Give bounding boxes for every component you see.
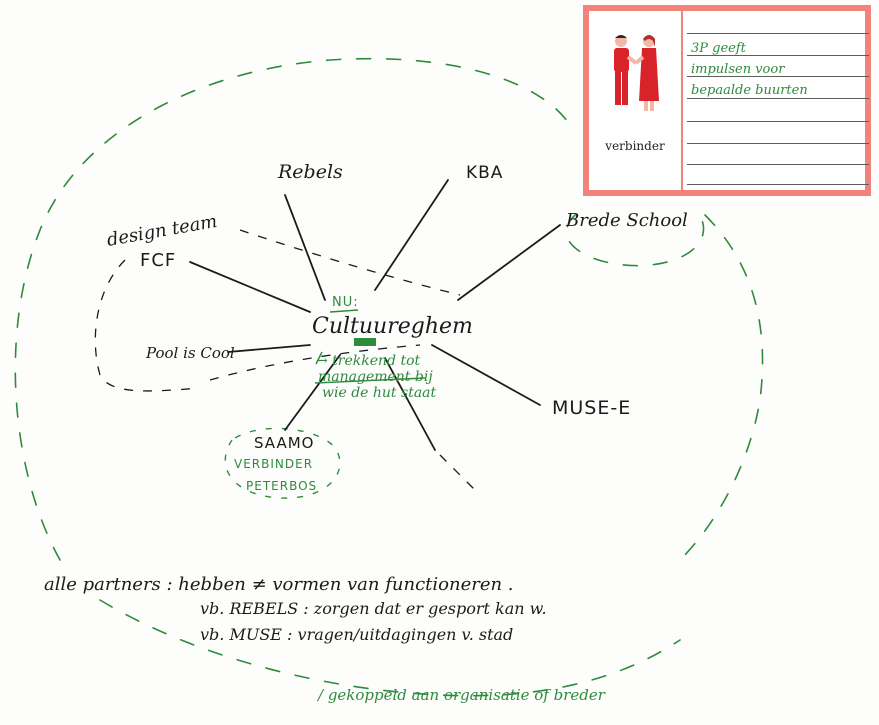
role-card-lined-notes: 3P geeft impulsen voor bepaalde buurten bbox=[687, 11, 869, 190]
node-saamo-sub-1: VERBINDER bbox=[234, 457, 313, 471]
dotted-branch bbox=[439, 454, 476, 491]
role-card-note-3: bepaalde buurten bbox=[691, 83, 808, 98]
spoke-kba bbox=[374, 179, 449, 291]
node-saamo-sub-2: PETERBOS bbox=[246, 479, 317, 493]
node-pool-is-cool: Pool is Cool bbox=[145, 344, 235, 362]
role-card-illustration-panel: verbinder bbox=[589, 11, 683, 190]
spoke-brede-school bbox=[457, 224, 561, 301]
center-scribble bbox=[354, 338, 376, 346]
node-brede-school: Brede School bbox=[565, 210, 688, 231]
center-prefix: NU: bbox=[332, 295, 359, 310]
center-node-label: Cultuureghem bbox=[312, 314, 473, 339]
note-partners: alle partners : hebben ≠ vormen van func… bbox=[44, 574, 514, 595]
role-card-note-1: 3P geeft bbox=[691, 41, 746, 56]
node-fcf: FCF bbox=[140, 250, 176, 271]
two-people-shaking-hands-icon bbox=[614, 35, 659, 111]
node-kba: KBA bbox=[466, 163, 503, 183]
role-card: verbinder 3P geeft impulsen voor bepaald… bbox=[583, 5, 871, 196]
center-note-1: → trekkend tot bbox=[316, 353, 421, 369]
center-arrow bbox=[315, 351, 323, 365]
note-footer: / gekoppeld aan organisatie of breder bbox=[316, 686, 606, 704]
role-card-role: verbinder bbox=[605, 139, 665, 153]
node-saamo: SAAMO bbox=[254, 434, 315, 452]
spoke-pool bbox=[227, 344, 311, 353]
spoke-dots bbox=[384, 357, 436, 451]
node-rebels: Rebels bbox=[277, 161, 343, 183]
role-card-note-2: impulsen voor bbox=[691, 62, 785, 77]
center-underline bbox=[314, 377, 426, 384]
spoke-saamo bbox=[284, 354, 341, 431]
design-team-bracket bbox=[94, 259, 201, 392]
dashed-arc-bottom bbox=[209, 344, 421, 381]
spoke-rebels bbox=[284, 194, 326, 301]
node-muse: MUSE-E bbox=[552, 397, 631, 419]
node-design-team: design team bbox=[105, 211, 219, 251]
spoke-muse bbox=[431, 344, 541, 406]
spoke-fcf bbox=[189, 261, 311, 313]
note-muse: vb. MUSE : vragen/uitdagingen v. stad bbox=[200, 625, 513, 644]
dashed-arc-top bbox=[239, 229, 461, 296]
nu-underline bbox=[329, 309, 359, 313]
outer-boundary bbox=[14, 57, 764, 697]
brede-school-ring bbox=[565, 209, 705, 267]
center-note-2: management bij bbox=[318, 369, 433, 385]
center-note-3: wie de hut staat bbox=[322, 385, 437, 401]
note-rebels: vb. REBELS : zorgen dat er gesport kan w… bbox=[200, 599, 547, 618]
